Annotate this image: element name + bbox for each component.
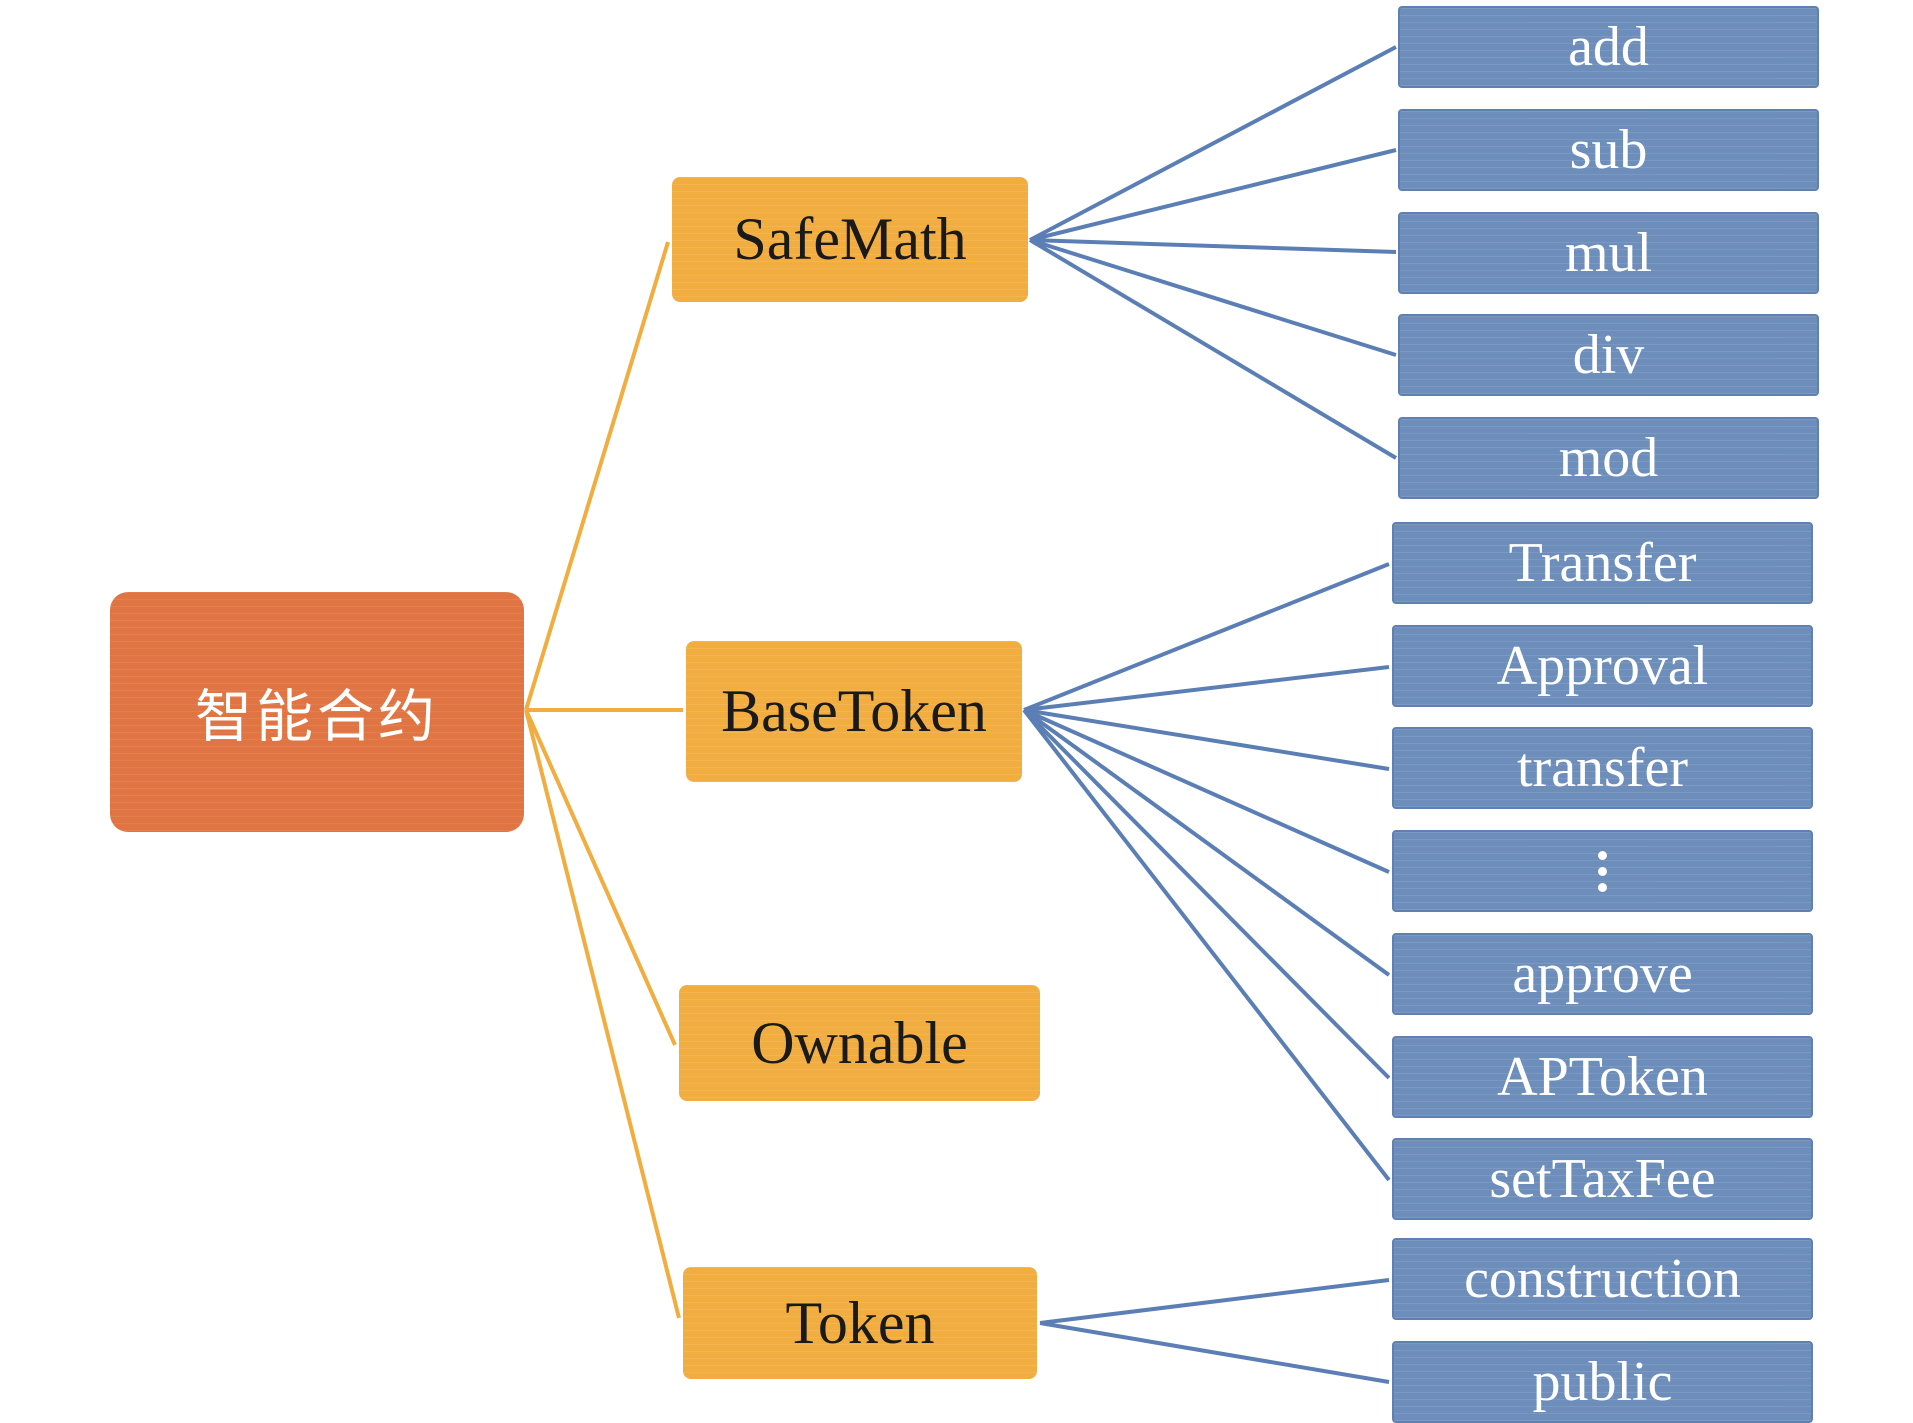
link-root-token xyxy=(524,709,681,1319)
leaf-mod: mod xyxy=(1398,417,1819,499)
leaf-label: Transfer xyxy=(1508,532,1697,594)
leaf-label: sub xyxy=(1569,119,1648,181)
root-label: 智能合约 xyxy=(195,684,439,750)
link-safemath-div xyxy=(1029,238,1397,357)
link-basetoken-approve xyxy=(1022,708,1391,977)
link-safemath-sub xyxy=(1029,148,1397,242)
leaf-label: approve xyxy=(1512,943,1693,1005)
leaf-label: div xyxy=(1572,324,1645,386)
leaf-approve: approve xyxy=(1392,933,1813,1015)
leaf-mul: mul xyxy=(1398,212,1819,294)
branch-ownable: Ownable xyxy=(679,985,1040,1101)
leaf-public: public xyxy=(1392,1341,1813,1423)
link-basetoken-APToken xyxy=(1022,708,1391,1080)
leaf-label: add xyxy=(1568,16,1649,78)
vertical-ellipsis-icon xyxy=(1598,850,1607,892)
link-root-ownable xyxy=(524,709,677,1046)
link-safemath-add xyxy=(1029,45,1397,242)
link-basetoken-Transfer xyxy=(1023,562,1390,712)
leaf-label: construction xyxy=(1464,1248,1741,1310)
branch-basetoken: BaseToken xyxy=(686,641,1022,782)
leaf-APToken: APToken xyxy=(1392,1036,1813,1118)
branch-safemath: SafeMath xyxy=(672,177,1028,302)
branch-label-basetoken: BaseToken xyxy=(721,678,987,744)
leaf-ellipsis xyxy=(1392,830,1813,912)
link-token-construction xyxy=(1039,1278,1390,1325)
link-basetoken-setTaxFee xyxy=(1022,708,1391,1182)
leaf-label: APToken xyxy=(1497,1046,1708,1108)
branch-label-ownable: Ownable xyxy=(751,1009,968,1076)
link-safemath-mod xyxy=(1028,238,1398,460)
link-safemath-mul xyxy=(1029,238,1397,254)
leaf-label: transfer xyxy=(1516,737,1688,799)
link-token-public xyxy=(1039,1321,1390,1384)
leaf-construction: construction xyxy=(1392,1238,1813,1320)
branch-label-safemath: SafeMath xyxy=(733,206,967,272)
leaf-div: div xyxy=(1398,314,1819,396)
leaf-add: add xyxy=(1398,6,1819,88)
leaf-Approval: Approval xyxy=(1392,625,1813,707)
leaf-label: mod xyxy=(1558,427,1659,489)
leaf-transfer: transfer xyxy=(1392,727,1813,809)
leaf-label: public xyxy=(1532,1351,1673,1413)
branch-token: Token xyxy=(683,1267,1037,1379)
link-basetoken-Approval xyxy=(1023,665,1390,712)
link-root-safemath xyxy=(524,241,670,711)
leaf-label: mul xyxy=(1564,222,1653,284)
leaf-Transfer: Transfer xyxy=(1392,522,1813,604)
link-basetoken-ellipsis xyxy=(1023,708,1390,874)
root-node: 智能合约 xyxy=(110,592,524,832)
leaf-setTaxFee: setTaxFee xyxy=(1392,1138,1813,1220)
leaf-sub: sub xyxy=(1398,109,1819,191)
link-basetoken-transfer xyxy=(1023,708,1390,771)
leaf-label: setTaxFee xyxy=(1489,1148,1716,1210)
leaf-label: Approval xyxy=(1496,635,1709,697)
branch-label-token: Token xyxy=(785,1289,935,1356)
